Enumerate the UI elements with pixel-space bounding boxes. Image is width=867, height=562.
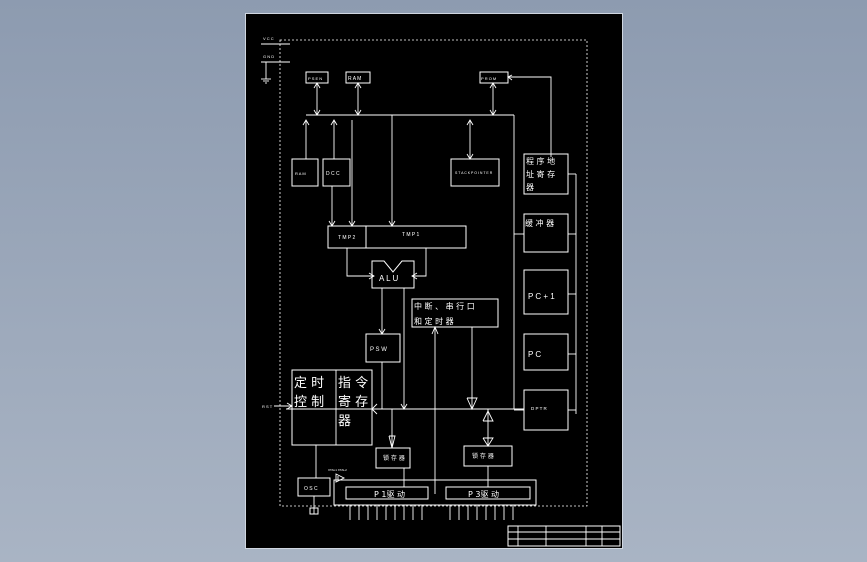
vcc-label: V C C bbox=[263, 36, 274, 41]
psen-label: P S E N bbox=[308, 76, 322, 81]
osc-label: O S C bbox=[304, 486, 318, 492]
arrow-head bbox=[286, 402, 293, 410]
arrow-head bbox=[302, 119, 310, 126]
arrow-head bbox=[489, 82, 497, 89]
arrow-head bbox=[368, 272, 375, 280]
port-pins bbox=[349, 505, 514, 520]
pc-addr-line3: 器 bbox=[526, 183, 534, 192]
arrow-head bbox=[482, 437, 494, 447]
rom-label: P R O M bbox=[481, 76, 496, 81]
address-feedback bbox=[508, 76, 552, 157]
gnd-label: G N D bbox=[263, 54, 274, 59]
dcc-box bbox=[322, 158, 351, 187]
psw-box bbox=[365, 333, 401, 363]
buffer-triangle bbox=[335, 473, 346, 483]
pc-addr-line2: 址 寄 存 bbox=[526, 169, 555, 179]
crystal-symbol bbox=[309, 507, 319, 515]
p1-label: P 1驱 动 bbox=[374, 489, 405, 499]
pc-label: P C bbox=[528, 350, 541, 359]
arrow-head bbox=[431, 325, 439, 335]
block-diagram: V C C G N D P S E N R A M P R O M R A M … bbox=[261, 36, 621, 547]
arrow-head bbox=[388, 435, 396, 449]
drawing-sheet: V C C G N D P S E N R A M P R O M R A M … bbox=[245, 13, 623, 549]
latch3-label: 锁 存 器 bbox=[472, 452, 494, 460]
irq-line1: 中 断 、 串 行 口 bbox=[414, 301, 475, 311]
alu-shape bbox=[371, 260, 415, 289]
ram-label: R A M bbox=[348, 76, 361, 82]
p1-driver-box bbox=[345, 486, 429, 500]
chip-boundary bbox=[279, 39, 588, 507]
arrow-head bbox=[411, 272, 418, 280]
ireg-line3: 器 bbox=[338, 414, 351, 429]
arrow-head bbox=[354, 82, 362, 89]
p3-label: P 3驱 动 bbox=[468, 489, 499, 499]
p3-driver-box bbox=[445, 486, 531, 500]
tmp1-label: T M P 1 bbox=[402, 232, 420, 238]
clock-note: XTAL1 XTAL2 bbox=[328, 468, 347, 472]
arrow-head bbox=[371, 403, 378, 415]
pc-box bbox=[523, 333, 569, 371]
arrow-head bbox=[330, 119, 338, 126]
rst-label: R S T bbox=[262, 404, 273, 409]
psw-label: P S W bbox=[370, 347, 387, 353]
arrow-head bbox=[482, 409, 494, 422]
alu-label: A L U bbox=[379, 274, 398, 283]
port-group-outline bbox=[333, 479, 537, 506]
sp-label: S T A C K P O I N T E R bbox=[455, 171, 493, 175]
tmp1-box bbox=[365, 225, 467, 249]
arrow-head bbox=[466, 119, 474, 126]
dptr-label: D P T R bbox=[531, 406, 548, 411]
ram-address-box bbox=[291, 158, 319, 187]
ramaddr-label: R A M bbox=[295, 171, 306, 176]
latch0-box bbox=[375, 447, 411, 469]
tmp1-to-alu bbox=[412, 248, 427, 277]
buffer-box bbox=[523, 213, 569, 253]
interrupt-timer-box bbox=[411, 298, 499, 328]
timing-line1: 定 时 bbox=[294, 376, 324, 391]
arrow-head bbox=[466, 397, 478, 411]
ireg-line1: 指 令 bbox=[338, 376, 368, 391]
irq-line2: 和 定 时 器 bbox=[414, 316, 454, 326]
tmp2-to-alu bbox=[346, 248, 374, 277]
latch0-label: 锁 存 器 bbox=[383, 454, 405, 462]
pc-increment-box bbox=[523, 269, 569, 315]
dcc-label: D C C bbox=[326, 171, 340, 177]
timing-line2: 控 制 bbox=[294, 395, 324, 410]
stack-pointer-box bbox=[450, 158, 500, 187]
pc-addr-line1: 程 序 地 bbox=[526, 156, 555, 166]
title-block bbox=[507, 525, 621, 547]
pc-inc-label: P C + 1 bbox=[528, 292, 555, 301]
tmp2-label: T M P 2 bbox=[338, 235, 356, 241]
timing-control-box bbox=[291, 369, 373, 446]
arrow-head bbox=[507, 74, 513, 81]
arrow-head bbox=[313, 82, 321, 89]
ireg-line2: 寄 存 bbox=[338, 394, 368, 410]
buffer-label: 缓 冲 器 bbox=[525, 218, 554, 228]
